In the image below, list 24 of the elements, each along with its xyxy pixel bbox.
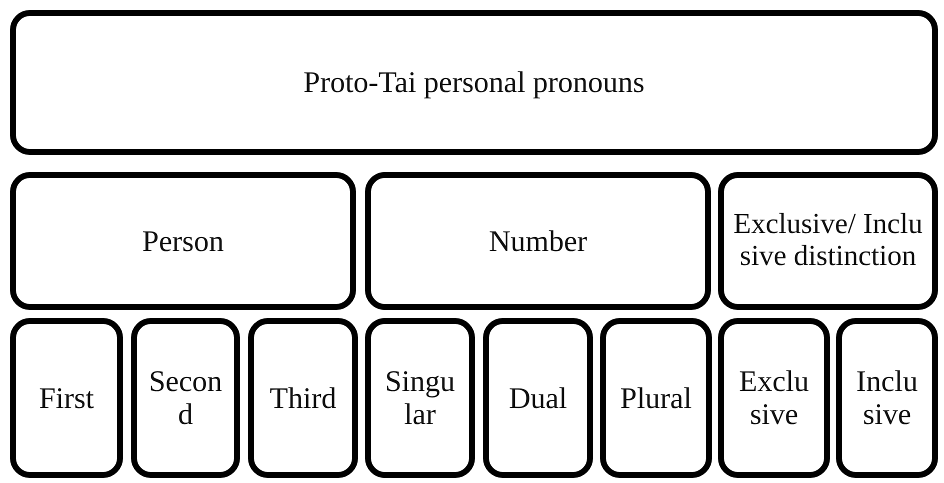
subcategory-box — [365, 318, 475, 478]
category-box — [718, 172, 938, 310]
subcategory-box — [483, 318, 593, 478]
node-label: Second — [148, 365, 224, 431]
node-label: Singular — [384, 365, 456, 431]
subcategory-box — [131, 318, 240, 478]
node-label: First — [38, 382, 94, 414]
node-label: Number — [488, 224, 588, 258]
node-label: Plural — [620, 382, 692, 414]
subcategory-box — [836, 318, 938, 478]
subcategory-box — [10, 318, 123, 478]
node-label: Exclusive/ Inclusive distinction — [732, 209, 924, 273]
node-label: Person — [142, 224, 224, 258]
node-label: Proto-Tai personal pronouns — [303, 66, 645, 99]
node-label: Exclusive — [738, 365, 810, 431]
node-label: Third — [270, 382, 336, 414]
category-box — [10, 172, 356, 310]
subcategory-box — [718, 318, 830, 478]
node-label: Inclusive — [855, 365, 919, 431]
title-box — [10, 10, 938, 155]
node-label: Dual — [508, 382, 568, 414]
category-box — [365, 172, 711, 310]
subcategory-box — [600, 318, 712, 478]
subcategory-box — [248, 318, 358, 478]
